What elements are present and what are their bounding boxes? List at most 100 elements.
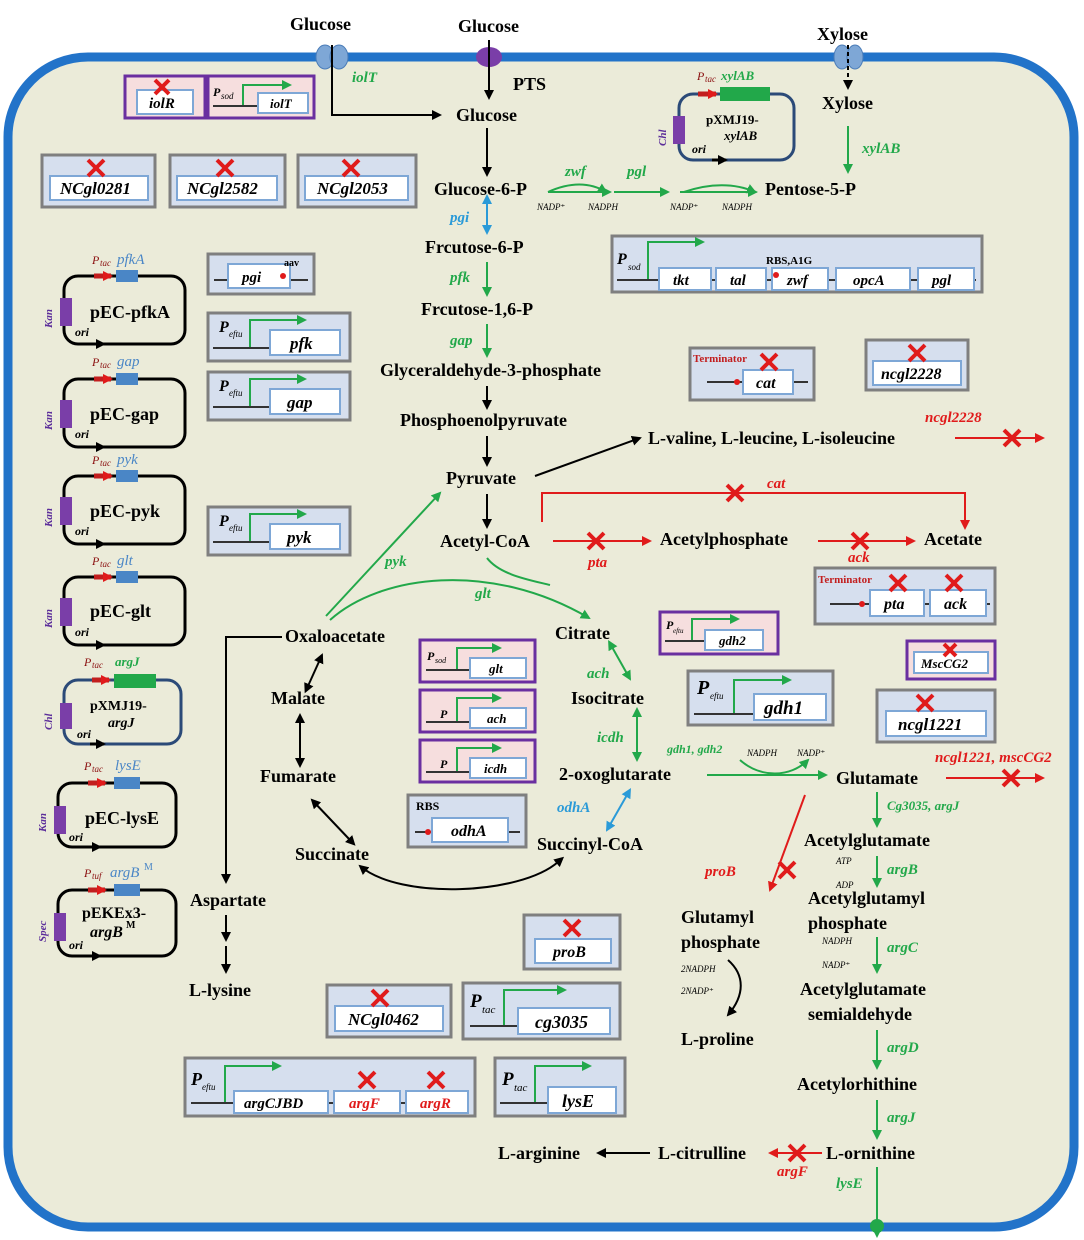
- odha-gene-label: odhA: [557, 800, 590, 816]
- ncgl2053-label: NCgl2053: [316, 179, 388, 198]
- lysine-label: L-lysine: [189, 980, 251, 1000]
- aspartate-label: Aspartate: [190, 890, 266, 910]
- argf-gene-label: argF: [777, 1164, 808, 1180]
- pxmj19-xylab-promoter-sub: tac: [705, 74, 716, 84]
- pxmj19-xylab-ori: ori: [692, 142, 707, 156]
- pec-gap-gene: gap: [117, 354, 140, 370]
- pec-lyse-promoter-sub: tac: [92, 764, 103, 774]
- msccg2-box-label: MscCG2: [920, 656, 968, 671]
- pec-glt-promoter-sub: tac: [100, 559, 111, 569]
- pep-label: Phosphoenolpyruvate: [400, 410, 567, 430]
- oxaloacetate-to-aspartate-arrow: [221, 636, 282, 884]
- knockout-cross-ack: [850, 531, 870, 551]
- knockout-cross-cat: [725, 483, 745, 503]
- pxmj19-xylab-marker: Chl: [657, 129, 669, 146]
- glutamylphosphate-to-proline-arrow: [726, 959, 742, 1017]
- pec-glt-marker: Kan: [43, 609, 55, 629]
- iolt-transporter-right: [329, 44, 349, 70]
- argr-box-gene: argR: [420, 1096, 451, 1112]
- pec-gap-marker: Kan: [43, 411, 55, 431]
- nadph2-cofactor: 2NADPH: [681, 964, 716, 974]
- pekex3-gene-sup: M: [144, 862, 153, 873]
- gap-gene-label: gap: [449, 333, 473, 349]
- nadph-cofactor-2: NADPH: [721, 202, 752, 212]
- ncgl2228-box-label: ncgl2228: [881, 366, 941, 383]
- ppp-gene-tkt: tkt: [673, 273, 690, 289]
- ack-gene-label: ack: [848, 550, 870, 566]
- ach-gene-label: ach: [587, 666, 610, 682]
- pec-pfka-plasmid: P tac pfkA pEC-pfkA Kan ori: [43, 252, 187, 349]
- pec-pfka-gene: pfkA: [116, 252, 145, 268]
- pyk-gene-label: pyk: [383, 554, 407, 570]
- lyse-gene-label: lysE: [836, 1176, 863, 1192]
- iolt-import-arrow: [331, 45, 442, 120]
- prob-knockout-box: proB: [522, 913, 622, 971]
- pekex3-promoter: P: [83, 866, 92, 880]
- nadp-argc: NADP⁺: [821, 960, 850, 970]
- psod-iolt-box: P sod iolT: [206, 74, 316, 120]
- oxaloacetate-label: Oxaloacetate: [285, 626, 385, 646]
- nadph-cofactor-1: NADPH: [587, 202, 618, 212]
- nadp-cofactor-2: NADP⁺: [669, 202, 698, 212]
- p-ach-box: P ach: [418, 688, 537, 734]
- peftu-pfk-promoter: P: [218, 319, 229, 336]
- knockout-cross-bcaa: [1002, 428, 1022, 448]
- pxmj19-xylab-name2: xylAB: [723, 128, 758, 143]
- pec-gap-promoter: P: [91, 355, 100, 369]
- p-icdh-box: P icdh: [418, 738, 537, 784]
- pta-gene-label: pta: [586, 555, 608, 571]
- psod-glt-gene: glt: [488, 661, 503, 676]
- ptac-cg3035-gene: cg3035: [535, 1012, 588, 1032]
- gdh-cofactor-arc: [739, 758, 810, 775]
- ncgl0281-label: NCgl0281: [59, 179, 131, 198]
- pec-pyk-name: pEC-pyk: [90, 501, 160, 521]
- xylose-inner-label: Xylose: [822, 93, 873, 113]
- prob-gene-label: proB: [703, 864, 736, 880]
- f6p-label: Frcutose-6-P: [425, 237, 524, 257]
- ppp-operon-box: P sod tkt tal zwf opcA pgl RBS,A1G: [610, 234, 984, 294]
- ptac-cg3035-sub: tac: [482, 1004, 496, 1016]
- pec-pfka-promoter: P: [91, 253, 100, 267]
- ppp-gene-pgl: pgl: [930, 273, 952, 289]
- pxmj19-argj-name1: pXMJ19-: [90, 699, 147, 714]
- g3p-label: Glyceraldehyde-3-phosphate: [380, 360, 601, 380]
- ppp-gene-opca: opcA: [853, 273, 885, 289]
- bcaa-label: L-valine, L-leucine, L-isoleucine: [648, 428, 895, 448]
- pec-glt-plasmid: P tac glt pEC-glt Kan ori: [43, 553, 187, 650]
- pta-box-label: pta: [882, 596, 904, 613]
- ppp-promoter: P: [616, 251, 627, 268]
- peftu-gdh2-box: P eftu gdh2: [658, 610, 780, 656]
- peftu-argcjbd-sub: eftu: [202, 1082, 216, 1092]
- knockout-cross-argf: [787, 1143, 807, 1163]
- ptac-lyse-box: P tac lysE: [493, 1056, 627, 1118]
- pec-pyk-gene: pyk: [116, 452, 138, 468]
- peftu-gap-box: P eftu gap: [206, 370, 352, 422]
- pekex3-name2: argB: [90, 924, 123, 941]
- pgi-gene-label: pgi: [448, 210, 470, 226]
- ncgl2053-knockout-box: NCgl2053: [296, 153, 418, 209]
- psod-iolt-sub: sod: [221, 91, 234, 101]
- pec-pfka-marker: Kan: [43, 309, 55, 329]
- pxmj19-argj-marker: Chl: [43, 713, 55, 730]
- nadp2-cofactor: 2NADP⁺: [681, 986, 714, 996]
- xylose-outer-label: Xylose: [817, 24, 868, 44]
- acetylornithine-label: Acetylorhithine: [797, 1074, 917, 1094]
- acetylglutamatesemialdehyde-label-2: semialdehyde: [808, 1004, 912, 1024]
- pxmj19-argj-promoter-sub: tac: [92, 660, 103, 670]
- ncgl2582-label: NCgl2582: [186, 179, 258, 198]
- glucose-outer-label-2: Glucose: [458, 16, 519, 36]
- p-ach-gene: ach: [487, 711, 507, 726]
- pec-lyse-ori: ori: [69, 830, 84, 844]
- peftu-pyk-box: P eftu pyk: [206, 505, 352, 557]
- pxmj19-xylab-promoter: P: [696, 69, 705, 83]
- pec-glt-ori: ori: [75, 625, 90, 639]
- pec-gap-promoter-sub: tac: [100, 360, 111, 370]
- pec-glt-gene: glt: [117, 553, 134, 569]
- citrulline-label: L-citrulline: [658, 1143, 746, 1163]
- peftu-pfk-gene: pfk: [288, 334, 313, 353]
- knockout-cross-prob: [777, 860, 797, 880]
- pgi-box-label: pgi: [240, 270, 262, 286]
- psod-iolt-promoter: P: [213, 85, 221, 99]
- ncgl0462-knockout-box: NCgl0462: [325, 983, 453, 1039]
